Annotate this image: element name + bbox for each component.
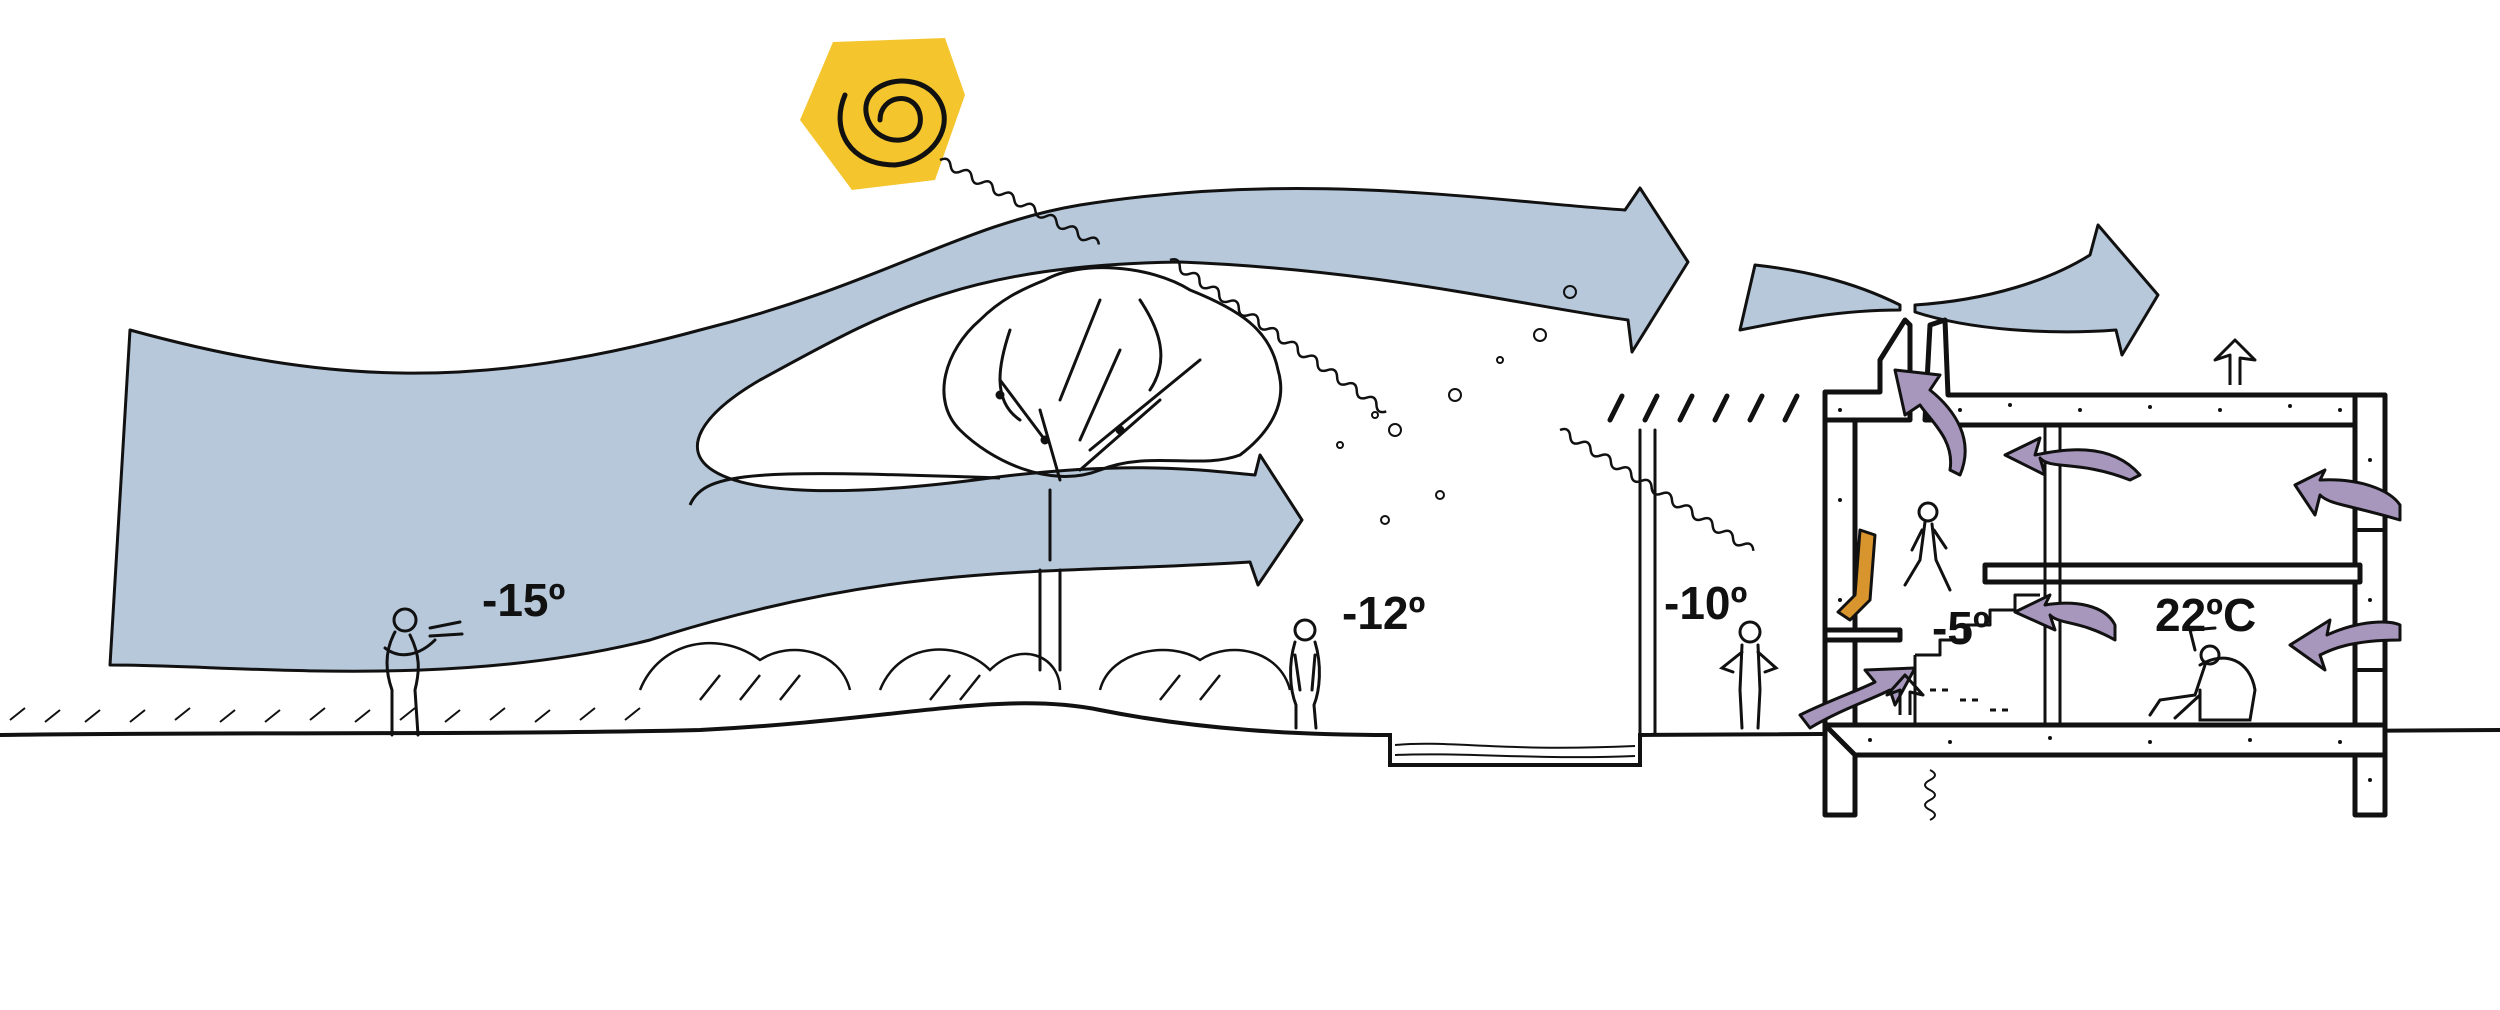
warm-arrow-roof: [1893, 368, 1967, 477]
warm-arrow-entry: [1798, 666, 1917, 730]
building-section: [1822, 317, 2388, 818]
vent-up-arrows: [1885, 338, 2257, 715]
warm-arrow-upper-right: [2293, 468, 2402, 522]
warm-arrow-lower-right: [2288, 618, 2402, 672]
warm-air-arrows: [1798, 368, 2402, 730]
roof-exhaust-left: [1738, 263, 1902, 332]
temperature-label-outside: -15º: [482, 574, 566, 626]
wind-arrow-upper: [108, 186, 1690, 673]
shrubs: [638, 641, 1292, 701]
wind-hole-outline: [688, 472, 1001, 506]
concrete-texture: [1838, 403, 2372, 782]
canopy-louvers: [1607, 393, 1800, 737]
ladder-accent: [1836, 528, 1877, 622]
temperature-label-canopy: -10º: [1664, 577, 1748, 629]
sun-icon: [800, 38, 965, 190]
roof-exhaust-right: [1913, 223, 2160, 357]
wind-flow-main: [108, 186, 1690, 673]
ventilation-exhaust: [1738, 223, 2160, 357]
chair-icon: [2148, 626, 2257, 722]
warm-arrow-lower-mid: [2013, 593, 2117, 642]
temperature-label-trees: -12º: [1342, 587, 1426, 639]
warm-arrow-upper-mid: [2003, 436, 2142, 482]
snow-particles: [1336, 285, 1577, 525]
tree-icon: [942, 266, 1283, 672]
temperature-label-interior: 22ºC: [2155, 589, 2257, 641]
ground-heat-squiggle: [1924, 769, 1936, 821]
ground-line: [0, 701, 2500, 767]
person-icon: [383, 501, 1952, 737]
temperature-label-buffer: -5º: [1932, 602, 1990, 654]
